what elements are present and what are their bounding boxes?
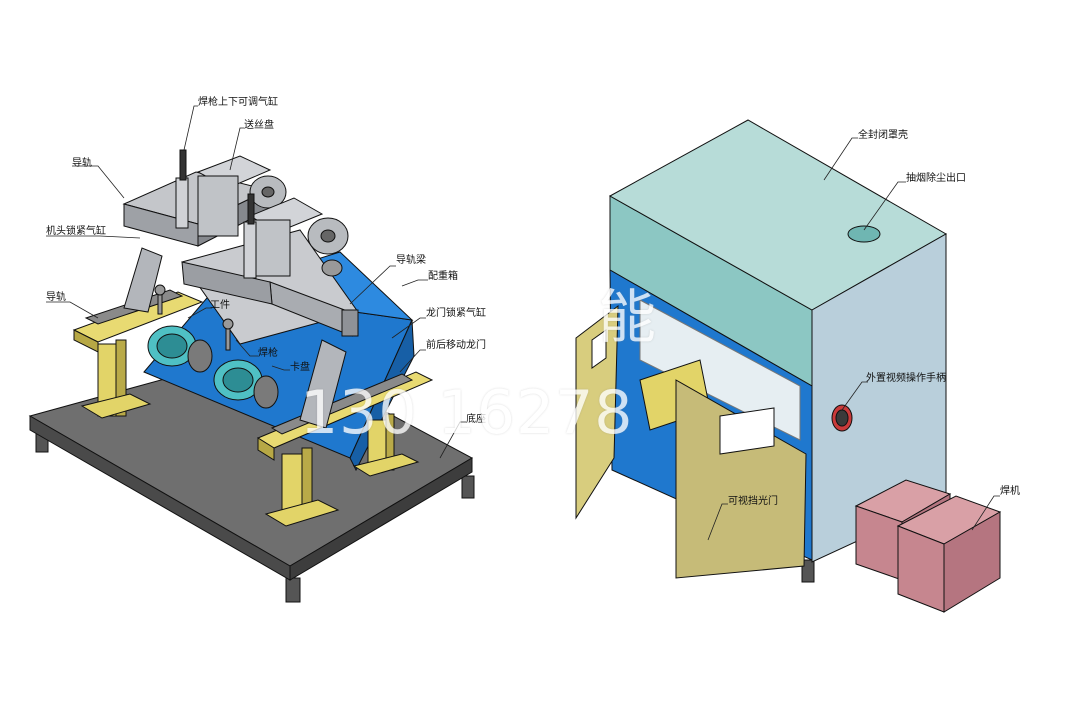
label-rail-left: 导轨 <box>46 292 66 303</box>
dust-outlet <box>847 225 881 243</box>
label-counterweight: 配重箱 <box>428 271 458 282</box>
torch-cylinders <box>175 149 257 279</box>
label-rail-top: 导轨 <box>72 158 92 169</box>
workpieces <box>147 325 279 409</box>
enclosure-right <box>575 119 1002 613</box>
label-welder: 焊机 <box>1000 486 1020 497</box>
leader-lines-left <box>46 105 466 459</box>
label-chuck: 卡盘 <box>290 362 310 373</box>
label-rail-beam: 导轨梁 <box>396 255 426 266</box>
welding-machine-left <box>28 105 475 603</box>
label-moving-gantry: 前后移动龙门 <box>426 340 486 351</box>
rail-beam <box>181 229 359 345</box>
enclosure-legs <box>801 559 815 583</box>
label-gantry-lock-cylinder: 龙门锁紧气缸 <box>426 308 486 319</box>
wire-feeders <box>196 155 349 277</box>
side-supports <box>123 247 347 429</box>
torches <box>154 284 234 351</box>
label-viewing-door: 可视挡光门 <box>728 496 778 507</box>
label-workpiece: 工件 <box>210 300 230 311</box>
label-torch-cylinder: 焊枪上下可调气缸 <box>198 97 278 108</box>
label-base: 底座 <box>466 414 486 425</box>
open-door-left[interactable] <box>575 304 619 520</box>
welder-units <box>854 479 1002 613</box>
label-head-lock-cylinder: 机头锁紧气缸 <box>46 226 106 237</box>
label-enclosure: 全封闭罩壳 <box>858 130 908 141</box>
label-dust-outlet: 抽烟除尘出口 <box>906 173 966 184</box>
leader-lines-right <box>707 137 1000 541</box>
label-video-pendant: 外置视频操作手柄 <box>866 373 946 384</box>
label-wire-feeder: 送丝盘 <box>244 120 274 131</box>
label-torch: 焊枪 <box>258 348 278 359</box>
